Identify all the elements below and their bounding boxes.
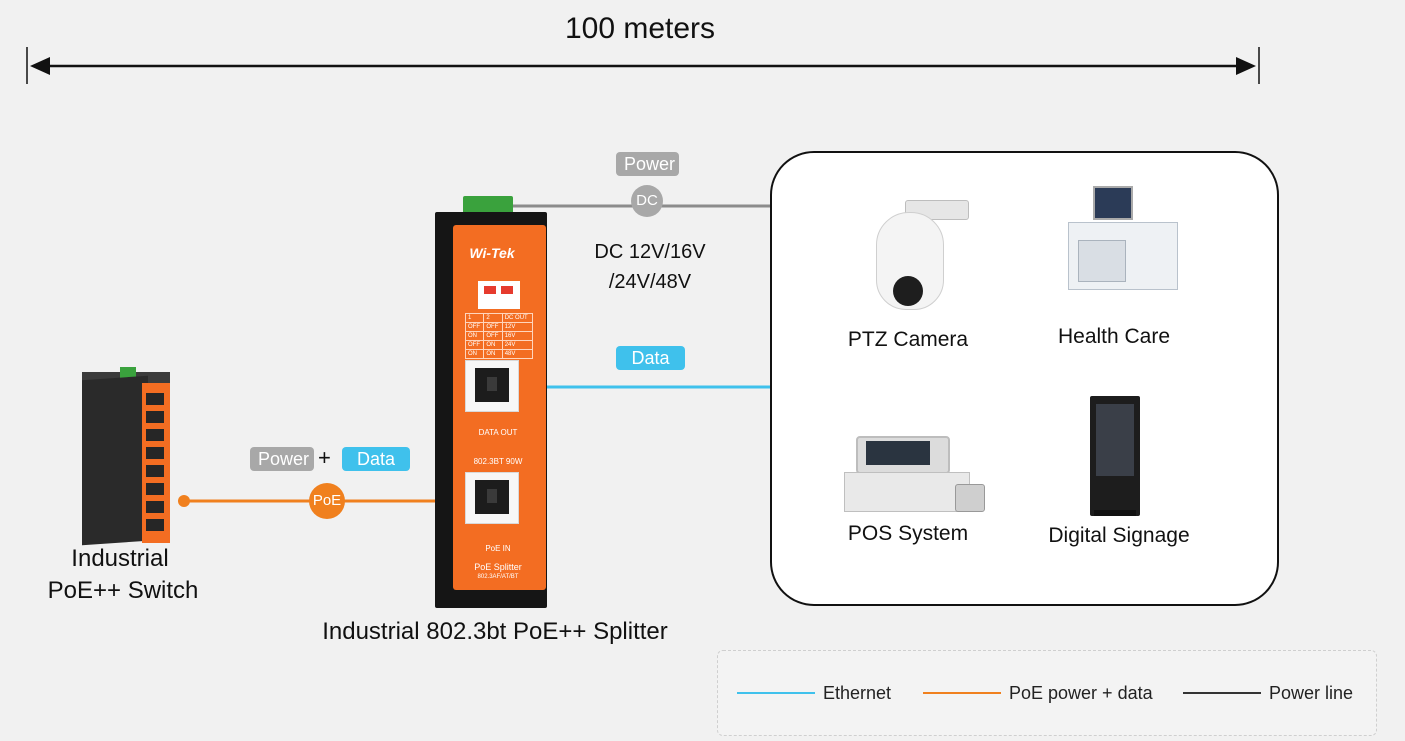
dip-cell: 48V <box>501 349 534 359</box>
poe-in-port-icon <box>465 472 519 524</box>
data-out-label: DATA OUT <box>478 428 518 437</box>
dc-terminal-icon <box>463 196 513 216</box>
dip-cell: OFF <box>464 340 485 350</box>
switch-caption-line2: PoE++ Switch <box>47 577 199 604</box>
legend-label: Ethernet <box>823 682 892 703</box>
legend-item-ethernet: Ethernet <box>737 681 891 705</box>
switch-caption-line1: Industrial <box>71 545 169 572</box>
dc-voltage-line2: /24V/48V <box>608 271 692 293</box>
dip-header-cell: 1 <box>464 313 485 323</box>
standard-label: 802.3BT 90W <box>473 457 523 466</box>
power-badge: Power <box>616 152 679 176</box>
dip-cell: 24V <box>501 340 534 350</box>
legend-label: Power line <box>1269 682 1354 703</box>
dip-cell: ON <box>464 349 485 359</box>
dc-badge: DC <box>631 185 663 217</box>
model-label: PoE Splitter <box>474 562 522 572</box>
legend-item-poe: PoE power + data <box>923 681 1153 705</box>
legend-swatch-ethernet <box>737 692 815 694</box>
dip-switch-icon <box>478 281 520 309</box>
model-sub-label: 802.3AF/AT/BT <box>477 574 519 580</box>
device-label-ptz-camera: PTZ Camera <box>847 328 969 351</box>
poe-data-badge: Data <box>342 447 410 471</box>
arrow-head-left <box>30 57 50 75</box>
dip-cell: OFF <box>483 331 503 341</box>
legend-item-power-line: Power line <box>1183 681 1353 705</box>
legend-swatch-poe <box>923 692 1001 694</box>
data-out-port-icon <box>465 360 519 412</box>
dc-voltage-line1: DC 12V/16V <box>594 241 706 263</box>
poe-dot-switch <box>178 495 190 507</box>
distance-label: 100 meters <box>564 12 716 45</box>
dip-header-cell: DC OUT <box>501 313 534 323</box>
splitter-caption: Industrial 802.3bt PoE++ Splitter <box>322 618 668 645</box>
data-badge: Data <box>616 346 685 370</box>
legend: Ethernet PoE power + data Power line <box>717 650 1377 736</box>
dip-cell: 12V <box>501 322 534 332</box>
brand-logo: Wi-Tek <box>469 245 515 261</box>
dip-cell: ON <box>483 349 503 359</box>
dip-cell: OFF <box>464 322 485 332</box>
dip-cell: OFF <box>483 322 503 332</box>
poe-badge: PoE <box>309 483 345 519</box>
device-label-digital-signage: Digital Signage <box>1048 524 1190 547</box>
arrow-head-right <box>1236 57 1256 75</box>
dip-cell: 16V <box>501 331 534 341</box>
poe-power-badge: Power <box>250 447 314 471</box>
legend-label: PoE power + data <box>1009 682 1153 703</box>
device-label-pos-system: POS System <box>847 522 969 545</box>
dip-cell: ON <box>483 340 503 350</box>
dip-cell: ON <box>464 331 485 341</box>
legend-swatch-power-line <box>1183 692 1261 694</box>
plus-sign: + <box>318 445 331 470</box>
dip-switch-table: 1 2 DC OUT OFF OFF 12V ON OFF 16V OFF ON… <box>464 313 534 359</box>
dip-header-cell: 2 <box>483 313 503 323</box>
end-devices-panel <box>770 151 1279 606</box>
device-label-health-care: Health Care <box>1057 325 1171 348</box>
poe-in-label: PoE IN <box>485 544 511 553</box>
